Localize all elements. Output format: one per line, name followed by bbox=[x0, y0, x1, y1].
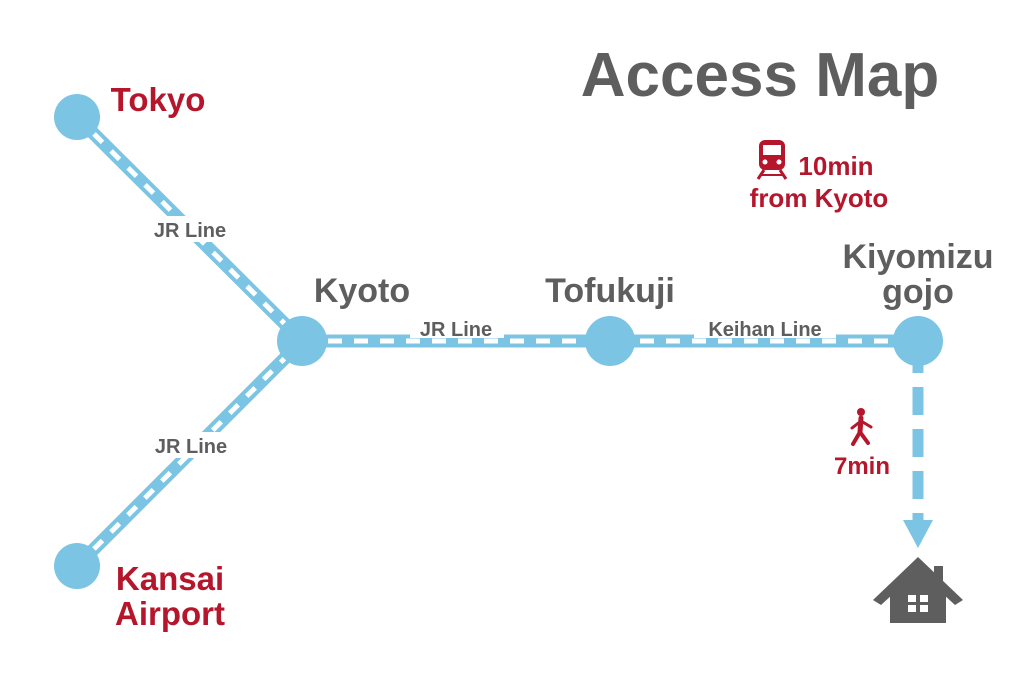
page-title: Access Map bbox=[581, 41, 939, 110]
station-tokyo: Tokyo bbox=[111, 81, 206, 118]
line-label-kansai-kyoto: JR Line bbox=[155, 436, 227, 458]
station-kansai-line2: Airport bbox=[115, 595, 225, 632]
station-kyoto: Kyoto bbox=[314, 272, 410, 310]
arrow-down-icon bbox=[903, 520, 933, 548]
walking-person-icon bbox=[850, 408, 873, 446]
walk-time: 7min bbox=[834, 453, 890, 480]
station-node-tokyo bbox=[54, 94, 100, 140]
station-tofukuji: Tofukuji bbox=[545, 272, 675, 310]
station-kansai-line1: Kansai bbox=[116, 560, 224, 597]
train-time: 10min bbox=[798, 151, 873, 181]
train-icon bbox=[756, 140, 788, 180]
station-kiyomizu-line2: gojo bbox=[882, 273, 954, 311]
station-node-tofukuji bbox=[585, 316, 635, 366]
line-label-tokyo-kyoto: JR Line bbox=[154, 220, 226, 242]
line-labels: JR Line JR Line JR Line Keihan Line bbox=[140, 216, 836, 458]
house-icon bbox=[873, 557, 963, 623]
line-label-kyoto-tofukuji: JR Line bbox=[420, 319, 492, 341]
station-node-kiyomizu bbox=[893, 316, 943, 366]
station-kiyomizu-line1: Kiyomizu bbox=[842, 238, 993, 276]
line-label-tofukuji-kiyomizu: Keihan Line bbox=[708, 319, 821, 341]
station-node-kansai bbox=[54, 543, 100, 589]
station-nodes bbox=[54, 94, 943, 589]
train-from: from Kyoto bbox=[750, 183, 889, 213]
station-node-kyoto bbox=[277, 316, 327, 366]
walk-path bbox=[903, 345, 933, 548]
